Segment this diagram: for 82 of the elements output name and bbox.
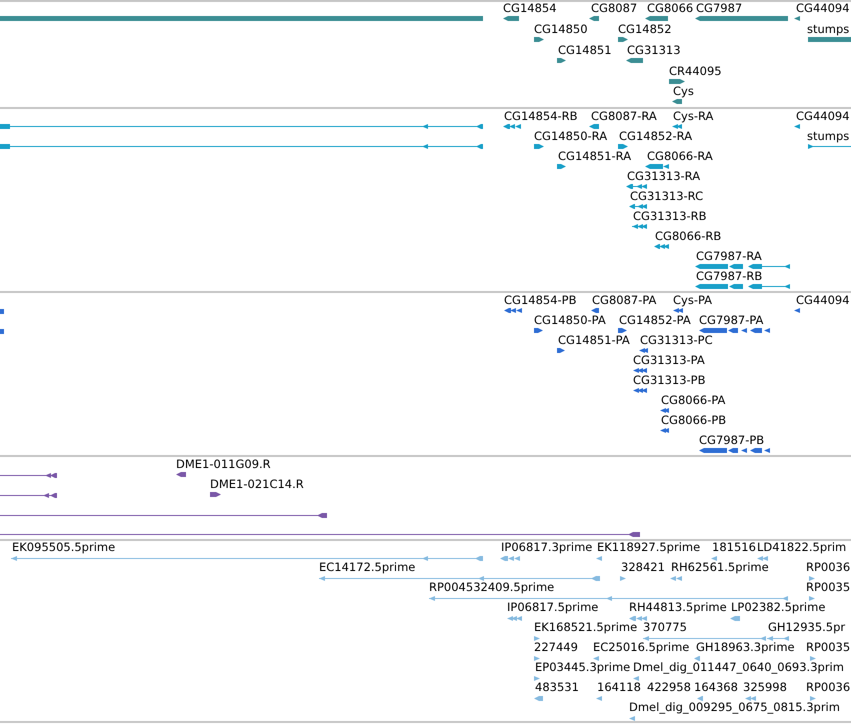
feature-label: RP004532409.5prime [429,581,554,594]
feature-label: CG7987-RB [696,270,762,282]
feature-label: CG7987-RA [696,250,762,262]
feature-label: RP0036 [806,681,850,694]
feature-glyph [0,16,483,21]
feature-label: CG31313-RB [633,210,707,222]
feature-label: CG8087-PA [592,294,656,306]
feature-label: CG31313-RC [630,190,704,202]
feature-label: CG14852 [618,23,672,36]
feature-glyph [0,472,57,478]
feature-label: CG8066-RA [647,150,713,162]
feature-label: CG14851-PA [558,334,630,346]
feature-label: 483531 [535,681,579,694]
feature-glyph [0,308,4,314]
feature-label: RP0035 [806,581,850,594]
feature-label: EK095505.5prime [12,541,116,554]
feature-label: GH12935.5pr [768,621,846,634]
feature-label: EC25016.5prime [593,641,690,654]
feature-label: 181516 [712,541,756,554]
feature-label: 325998 [743,681,787,694]
feature-label: 227449 [534,641,578,654]
feature-label: CG31313-PC [640,334,713,346]
feature-label: 422958 [647,681,691,694]
feature-label: CG44094 [796,2,850,14]
feature-label: CG14854-PB [504,294,576,306]
feature-label: CG8066-PA [661,394,726,406]
feature-label: CG8066-RB [655,230,722,242]
feature-label: EK118927.5prime [597,541,700,554]
feature-label: 164118 [597,681,641,694]
feature-label: CG8066 [647,2,694,14]
feature-label: CG8087-RA [591,110,657,122]
feature-label: 164368 [694,681,738,694]
feature-label: CG8066-PB [661,414,726,426]
feature-glyph [0,512,327,518]
feature-label: CG31313 [627,44,681,56]
feature-label: Cys [673,85,694,98]
feature-label: CG8087 [591,2,638,14]
feature-label: DME1-021C14.R [210,478,304,490]
feature-label: Dmel_dig_011447_0640_0693.3prim [633,661,844,674]
feature-label: Cys-RA [673,110,714,122]
feature-label: CG14854-RB [504,110,578,122]
feature-label: CG14854 [503,2,557,14]
feature-label: EK168521.5prime [534,621,638,634]
feature-label: 370775 [643,621,687,634]
feature-label: stumps [807,130,850,142]
feature-label: stumps [807,23,850,36]
feature-label: LP02382.5prime [731,601,826,614]
feature-label: CG7987 [696,2,742,14]
feature-label: GH18963.3prime [696,641,795,654]
feature-label: Dmel_dig_009295_0675_0815.3prim [629,701,840,714]
feature-label: CR44095 [669,65,722,78]
feature-label: CG14850 [534,23,588,36]
feature-label: CG14852-PA [619,314,691,326]
feature-label: CG31313-RA [627,170,700,182]
feature-label: CG14851 [558,44,612,56]
feature-label: DME1-011G09.R [176,458,271,470]
feature-label: EC14172.5prime [319,561,416,574]
feature-label: CG7987-PA [699,314,764,326]
feature-label: CG14850-PA [534,314,606,326]
feature-glyph [0,124,483,129]
feature-glyph [0,532,640,536]
feature-label: CG44094 [796,294,850,306]
feature-label: CG14852-RA [619,130,692,142]
feature-glyph [0,144,483,149]
feature-label: CG31313-PB [633,374,706,386]
feature-label: LD41822.5prim [757,541,846,554]
feature-label: CG14851-RA [558,150,632,162]
feature-label: CG44094 [796,110,850,122]
feature-label: CG31313-PA [633,354,705,366]
feature-label: CG14850-RA [534,130,608,142]
feature-label: IP06817.3prime [501,541,592,554]
feature-label: 328421 [621,561,665,574]
feature-label: EP03445.3prime [535,661,630,674]
feature-label: Cys-PA [673,294,712,306]
feature-glyph [0,328,4,334]
feature-label: RP0035 [806,641,850,654]
feature-label: RP0036 [806,561,850,574]
feature-glyph [0,492,57,498]
feature-label: RH44813.5prime [629,601,727,614]
feature-label: IP06817.5prime [507,601,598,614]
feature-label: CG7987-PB [699,434,764,446]
feature-label: RH62561.5prime [671,561,769,574]
